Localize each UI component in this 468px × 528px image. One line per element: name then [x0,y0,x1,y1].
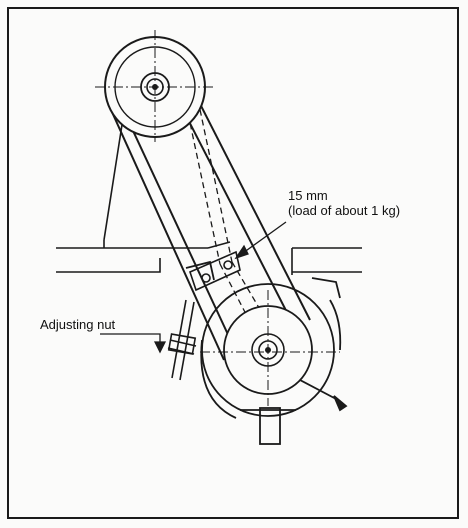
frame-rails [56,241,362,275]
adjusting-nut-arrow [100,333,167,354]
v-belt [111,95,311,361]
deflection-label: 15 mm [288,188,328,203]
figure-frame [7,7,459,519]
tension-bracket [189,250,241,292]
adjusting-nut-icon [167,299,197,381]
load-label: (load of about 1 kg) [288,203,401,218]
deflection-arrow [234,221,287,260]
lower-pulley-icon [200,290,340,406]
upper-pulley-icon [95,30,215,142]
adjusting-nut-label: Adjusting nut [40,317,116,332]
